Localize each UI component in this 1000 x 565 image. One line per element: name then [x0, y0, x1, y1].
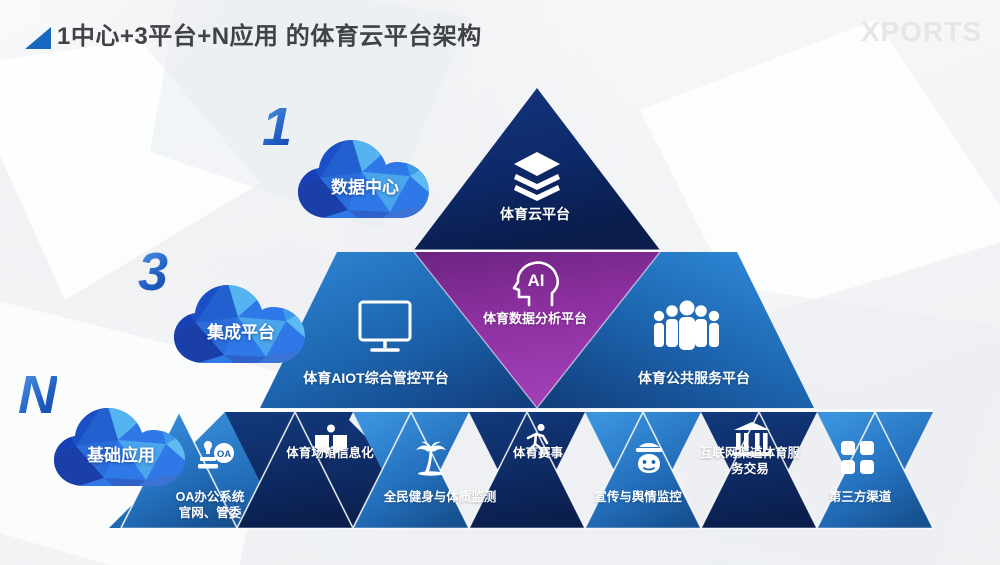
background-facet [300, 430, 720, 565]
tier3-up-5 [585, 412, 701, 528]
layers-stack-icon [505, 148, 569, 204]
tier3-cell-venue2 [283, 412, 457, 528]
bank-building-icon [731, 420, 773, 458]
slide-header: 1中心+3平台+N应用 的体育云平台架构 XPORTS [0, 0, 1000, 62]
cloud-icon [290, 132, 440, 228]
background-facet [640, 20, 1000, 320]
cloud-label-2: 集成平台 [207, 323, 275, 342]
background-facet [0, 40, 260, 300]
tier2-edges [413, 251, 661, 409]
tier3-cell-venue [225, 412, 341, 528]
triangle-logo-icon [25, 27, 51, 49]
tier3-dn-6 [701, 412, 817, 528]
tier3-up-6 [701, 412, 817, 528]
tier3-label-trade: 互联网渠道体育服 务交易 [699, 446, 800, 476]
cloud-icon [46, 400, 196, 496]
ai-head-icon: AI [508, 258, 566, 310]
cloud-icon [166, 277, 316, 373]
tier3-edges [120, 411, 934, 529]
tier3-label-event: 体育赛事 [512, 446, 563, 460]
runner-icon [518, 421, 556, 459]
tier3-label-venue: 体育场馆信息化 [286, 446, 374, 460]
tier3-dn-5 [585, 412, 701, 528]
tier2-center-shape [414, 252, 660, 408]
tier3-up-2 [237, 412, 353, 528]
cloud-number-2: 3 [138, 242, 169, 302]
tier3-label-publicity: 宣传与舆情监控 [594, 490, 682, 504]
monitor-icon [352, 296, 418, 358]
cloud-number-3: N [18, 365, 57, 425]
tier3-dn-4 [469, 412, 585, 528]
cloud-label-1: 数据中心 [331, 178, 399, 197]
cloud-label-3: 基础应用 [87, 446, 155, 465]
tier3-up-7 [817, 412, 933, 528]
tier3-label-third: 第三方渠道 [828, 490, 892, 504]
tier3-dn-7 [817, 412, 933, 528]
people-group-icon [650, 296, 724, 358]
tier3-row [121, 412, 933, 528]
stamp-oa-icon: OA [196, 440, 236, 476]
open-book-icon [312, 423, 350, 459]
palm-tree-icon [411, 440, 451, 478]
tier2-center-label: 体育数据分析平台 [482, 311, 587, 326]
tier2-right-label: 体育公共服务平台 [638, 370, 750, 386]
page-title: 1中心+3平台+N应用 的体育云平台架构 [57, 23, 482, 50]
svg-text:AI: AI [528, 271, 545, 290]
police-officer-icon [630, 440, 668, 476]
tier3-up-4 [469, 412, 585, 528]
four-squares-icon [838, 439, 878, 477]
background-facet [560, 260, 1000, 565]
tier3-dn-2 [237, 412, 353, 528]
svg-text:OA: OA [217, 449, 231, 460]
tier2-right-shape [537, 252, 814, 408]
tier3-up-3 [353, 412, 469, 528]
tier3-dn-3 [353, 412, 469, 528]
cloud-number-1: 1 [262, 97, 293, 157]
watermark-logo: XPORTS [860, 16, 982, 47]
tier3-label-fitness: 全民健身与体质监测 [383, 490, 497, 504]
tier1-label: 体育云平台 [500, 206, 570, 222]
tier1-apex-shape [414, 88, 660, 250]
